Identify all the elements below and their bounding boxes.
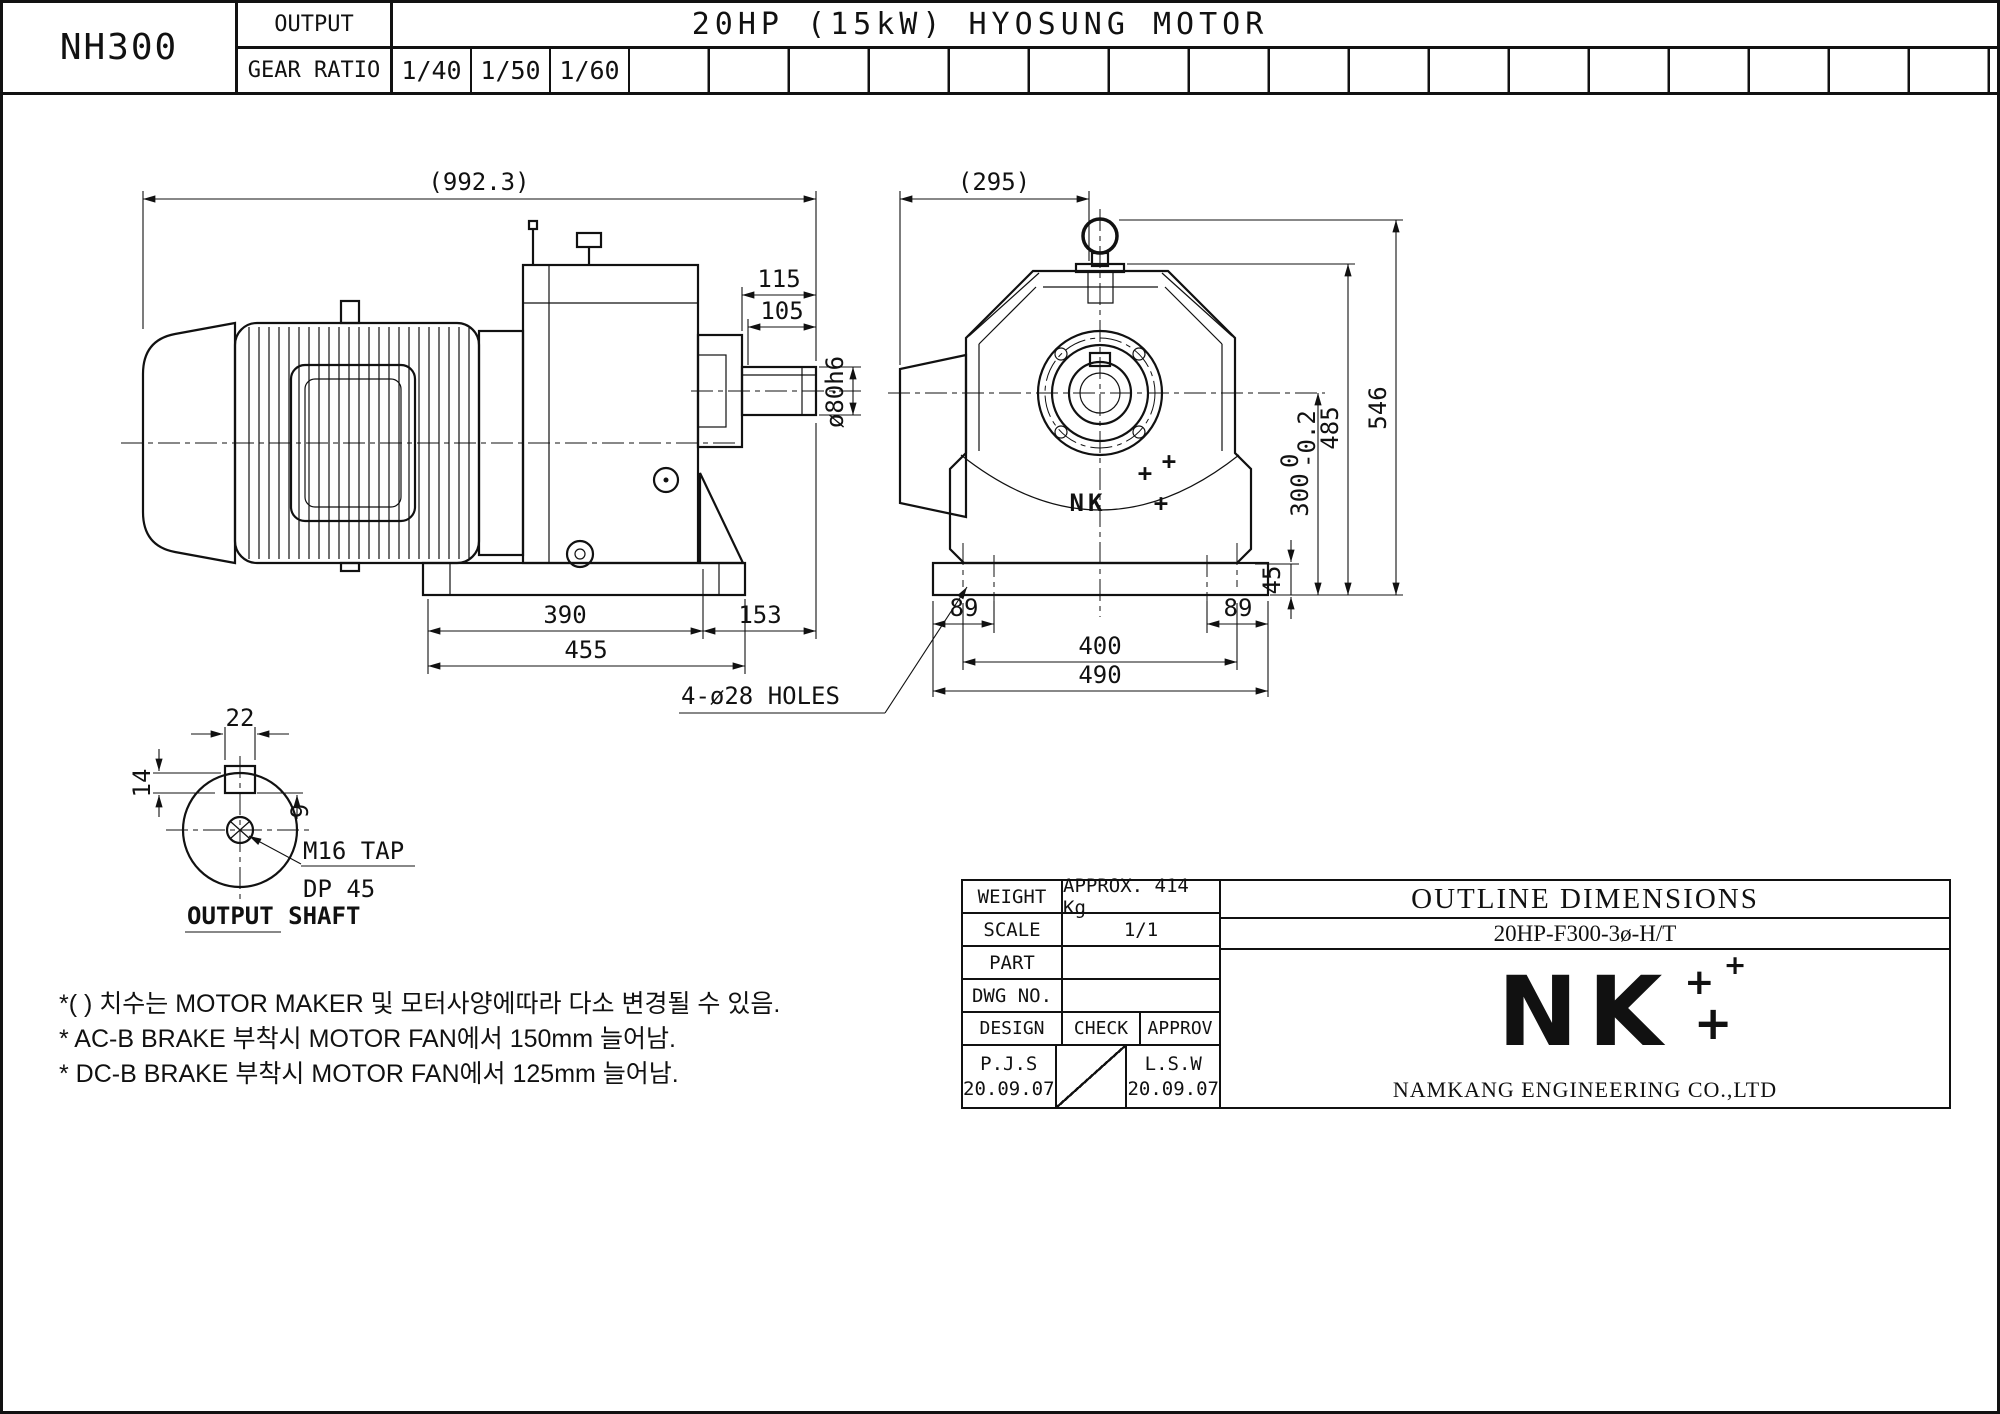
check-label: CHECK: [1063, 1013, 1141, 1044]
front-view: NK + + +: [888, 209, 1325, 617]
dim-shaft-115: 115: [757, 265, 800, 293]
drawing-code: 20HP-F300-3ø-H/T: [1221, 919, 1949, 950]
dim-lug-45: 45: [1258, 566, 1286, 595]
gear-ratio-label: GEAR RATIO: [247, 58, 381, 83]
weight-label: WEIGHT: [963, 881, 1063, 912]
notes: *( ) 치수는 MOTOR MAKER 및 모터사양에따라 다소 변경될 수 …: [59, 987, 780, 1092]
logo-plus-icon: +: [1693, 995, 1733, 1050]
logo-plus-icon: +: [1723, 949, 1747, 981]
dim-shaft-153: 153: [738, 601, 781, 629]
nk-logo-drawing: NK: [1070, 489, 1107, 517]
part-value: [1063, 947, 1219, 978]
title-block-table: WEIGHT APPROX. 414 Kg SCALE 1/1 PART DWG…: [963, 874, 1221, 1107]
model-number: NH300: [3, 3, 238, 92]
title-block-right: OUTLINE DIMENSIONS 20HP-F300-3ø-H/T NK +…: [1221, 881, 1949, 1107]
logo-plus-icon: +: [1684, 961, 1715, 1003]
motor-bottom-lug: [339, 561, 361, 573]
holes-callout: 4-ø28 HOLES: [681, 682, 840, 710]
design-label: DESIGN: [963, 1013, 1063, 1044]
motor-flange-front: [898, 353, 968, 519]
motor-fan-cover: [141, 321, 237, 565]
dim-lug-span-400: 400: [1078, 632, 1121, 660]
output-label: OUTPUT: [238, 3, 390, 49]
dwg-no-value: [1063, 980, 1219, 1011]
dim-base-490: 490: [1078, 661, 1121, 689]
dim-key-14: 14: [128, 769, 156, 798]
company-name: NAMKANG ENGINEERING CO.,LTD: [1392, 1077, 1778, 1102]
gear-ratio-1-60: 1/60: [551, 49, 630, 92]
logo-plus-icon: +: [1162, 447, 1176, 475]
gear-ratio-row: 1/40 1/50 1/60: [393, 49, 1997, 92]
logo-plus-icon: +: [1138, 459, 1152, 487]
note-line-1: *( ) 치수는 MOTOR MAKER 및 모터사양에따라 다소 변경될 수 …: [59, 990, 781, 1018]
company-logo: NK + + +: [1221, 950, 1949, 1073]
shaft-detail-caption: OUTPUT SHAFT: [187, 902, 360, 930]
title-block: WEIGHT APPROX. 414 Kg SCALE 1/1 PART DWG…: [961, 874, 1951, 1109]
gear-ratio-1-50: 1/50: [472, 49, 551, 92]
svg-text:0: 0: [1276, 454, 1304, 468]
nk-logo-text: NK: [1497, 955, 1673, 1068]
header-right: 20HP (15kW) HYOSUNG MOTOR 1/40 1/50 1/60: [393, 3, 1997, 92]
approv-label: APPROV: [1147, 1018, 1213, 1039]
dimensions: (992.3) (295) 115 105 ø80h6 390: [142, 168, 1403, 714]
base-side: [421, 561, 747, 597]
dwg-no-label: DWG NO.: [963, 980, 1063, 1011]
scale-label: SCALE: [963, 914, 1063, 945]
dim-height-546: 546: [1364, 386, 1392, 429]
note-line-3: * DC-B BRAKE 부착시 MOTOR FAN에서 125mm 늘어남.: [59, 1060, 679, 1088]
dim-overall-length: (992.3): [428, 168, 529, 196]
tap-callout: M16 TAP: [303, 837, 404, 865]
motor-title: 20HP (15kW) HYOSUNG MOTOR: [393, 3, 1997, 49]
gear-ratio-1-40: 1/40: [393, 49, 472, 92]
title-bar: NH300 OUTPUT GEAR RATIO 20HP (15kW) HYOS…: [3, 3, 1997, 95]
dim-base-455: 455: [564, 636, 607, 664]
svg-text:300: 300: [1286, 473, 1314, 516]
dim-shaft-diameter: ø80h6: [821, 356, 849, 428]
motor-top-lug: [339, 299, 361, 325]
side-view: [121, 219, 861, 597]
dim-height-300: 300 0 -0.2: [1276, 410, 1321, 516]
technical-drawing: NK + + + (992.3) (295): [121, 168, 1403, 933]
oil-plug: [565, 539, 595, 569]
approv-signature: L.S.W 20.09.07: [1127, 1052, 1219, 1100]
outline-dimensions-title: OUTLINE DIMENSIONS: [1221, 881, 1949, 919]
note-line-2: * AC-B BRAKE 부착시 MOTOR FAN에서 150mm 늘어남.: [59, 1025, 676, 1053]
dim-key-9: 9: [286, 804, 314, 818]
scale-value: 1/1: [1123, 918, 1159, 941]
design-signature: P.J.S 20.09.07: [963, 1046, 1057, 1107]
output-shaft-detail: 22 14 9 M16 TAP DP 45 OUTPUT SHAFT: [128, 704, 415, 933]
logo-plus-icon: +: [1154, 489, 1168, 517]
dim-foot-89-right: 89: [1224, 594, 1253, 622]
tap-depth-callout: DP 45: [303, 875, 375, 903]
dim-shaft-105: 105: [760, 297, 803, 325]
support-rib: [698, 472, 745, 565]
svg-text:-0.2: -0.2: [1293, 410, 1321, 468]
dim-base-390: 390: [543, 601, 586, 629]
part-label: PART: [963, 947, 1063, 978]
gear-ratio-empty-cells: [630, 49, 1997, 92]
drain-plug: [652, 466, 680, 494]
weight-value: APPROX. 414 Kg: [1063, 874, 1189, 919]
dim-front-depth: (295): [958, 168, 1030, 196]
check-signature-empty: [1056, 1046, 1128, 1107]
header-labels: OUTPUT GEAR RATIO: [238, 3, 393, 92]
dim-key-22: 22: [226, 704, 255, 732]
